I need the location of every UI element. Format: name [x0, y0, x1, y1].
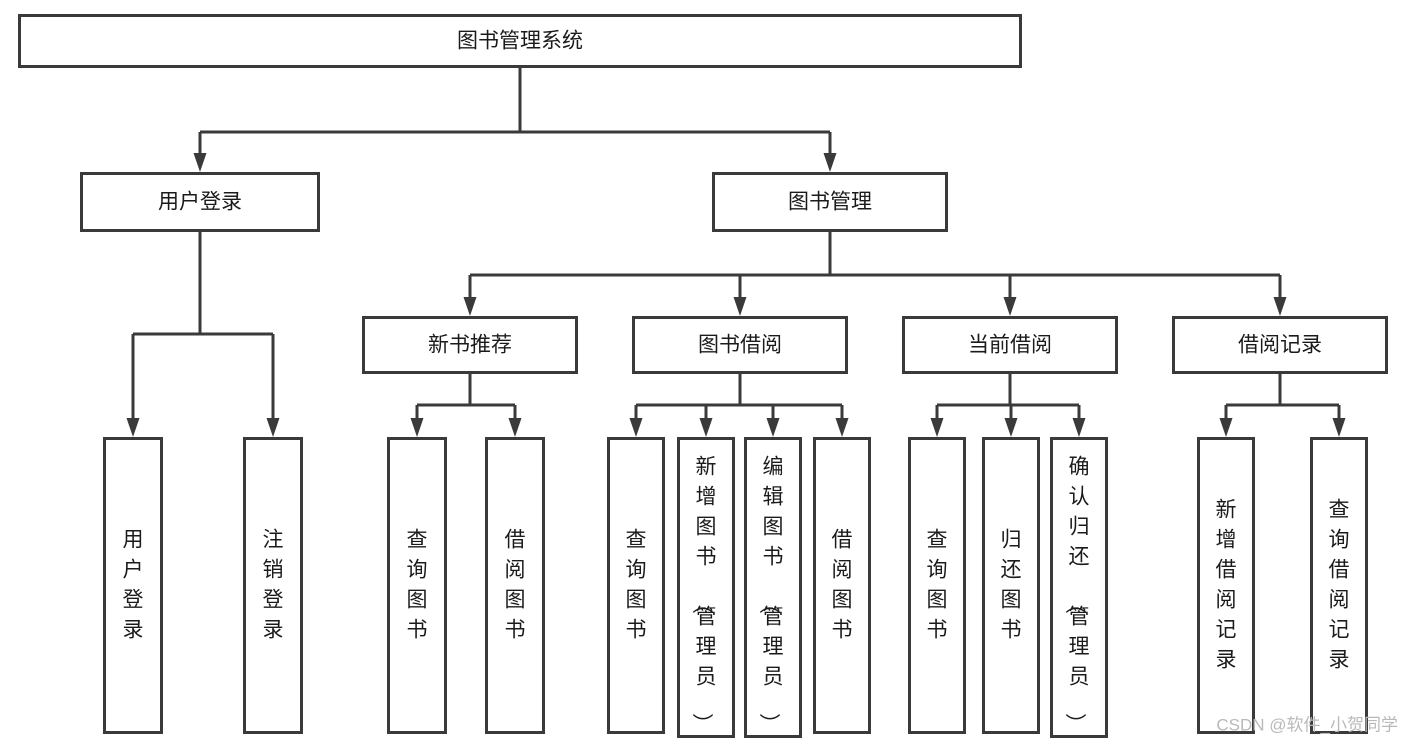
node-label-leaf-query-book-3: 查询图书 [927, 528, 948, 641]
node-box-new-book-rec [362, 316, 578, 374]
node-leaf-borrow-book-1[interactable]: 借阅图书 [485, 437, 545, 734]
node-current-borrow[interactable]: 当前借阅 [902, 316, 1118, 374]
arrow-head-icon [930, 418, 944, 437]
node-box-current-borrow [902, 316, 1118, 374]
node-box-borrow-record [1172, 316, 1388, 374]
node-leaf-user-login[interactable]: 用户登录 [103, 437, 163, 734]
node-box-leaf-query-book-3 [908, 437, 966, 734]
node-box-leaf-add-book [677, 437, 735, 738]
node-label-root: 图书管理系统 [457, 30, 583, 53]
node-box-leaf-borrow-book-2 [813, 437, 871, 734]
node-leaf-borrow-book-2[interactable]: 借阅图书 [813, 437, 871, 734]
node-leaf-return-book[interactable]: 归还图书 [982, 437, 1040, 734]
arrow-head-icon [1332, 418, 1346, 437]
node-label-user-login: 用户登录 [158, 191, 242, 214]
node-label-leaf-add-book: 新增图书（管理员） [691, 455, 717, 734]
node-book-borrow[interactable]: 图书借阅 [632, 316, 848, 374]
arrow-head-icon [823, 153, 837, 172]
connector-borrow-record [1219, 374, 1346, 437]
node-leaf-confirm-return[interactable]: 确认归还（管理员） [1050, 437, 1108, 738]
node-label-leaf-add-record: 新增借阅记录 [1216, 498, 1237, 671]
connector-root [193, 68, 837, 172]
arrow-head-icon [1072, 418, 1086, 437]
node-label-current-borrow: 当前借阅 [968, 334, 1052, 357]
connector-user-login [126, 232, 280, 437]
node-box-leaf-add-record [1197, 437, 1255, 734]
node-leaf-logout[interactable]: 注销登录 [243, 437, 303, 734]
arrow-head-icon [766, 418, 780, 437]
node-label-leaf-logout: 注销登录 [263, 528, 284, 641]
node-layer: 图书管理系统用户登录图书管理新书推荐图书借阅当前借阅借阅记录用户登录注销登录查询… [18, 14, 1388, 738]
node-label-leaf-query-record: 查询借阅记录 [1329, 498, 1350, 671]
node-label-leaf-borrow-book-2: 借阅图书 [832, 528, 853, 641]
node-box-book-borrow [632, 316, 848, 374]
node-box-leaf-borrow-book-1 [485, 437, 545, 734]
arrow-head-icon [1273, 297, 1287, 316]
arrow-head-icon [126, 418, 140, 437]
node-box-leaf-return-book [982, 437, 1040, 734]
arrow-head-icon [1219, 418, 1233, 437]
node-label-borrow-record: 借阅记录 [1238, 334, 1322, 357]
connector-current-borrow [930, 374, 1086, 437]
node-box-leaf-query-record [1310, 437, 1368, 734]
node-book-manage[interactable]: 图书管理 [712, 172, 948, 232]
connector-new-book-rec [410, 374, 522, 437]
arrow-head-icon [699, 418, 713, 437]
node-label-leaf-user-login: 用户登录 [123, 528, 144, 641]
arrow-head-icon [463, 297, 477, 316]
node-new-book-rec[interactable]: 新书推荐 [362, 316, 578, 374]
node-box-leaf-logout [243, 437, 303, 734]
node-box-user-login [80, 172, 320, 232]
node-user-login[interactable]: 用户登录 [80, 172, 320, 232]
connector-layer [126, 68, 1346, 437]
arrow-head-icon [193, 153, 207, 172]
node-leaf-query-record[interactable]: 查询借阅记录 [1310, 437, 1368, 734]
node-root[interactable]: 图书管理系统 [18, 14, 1022, 68]
node-label-book-borrow: 图书借阅 [698, 334, 782, 357]
node-leaf-edit-book[interactable]: 编辑图书（管理员） [744, 437, 802, 738]
node-label-leaf-confirm-return: 确认归还（管理员） [1064, 455, 1090, 734]
csdn-watermark: CSDN @软件_小贺同学 [1216, 715, 1398, 734]
node-label-leaf-edit-book: 编辑图书（管理员） [758, 455, 784, 734]
arrow-head-icon [835, 418, 849, 437]
arrow-head-icon [266, 418, 280, 437]
node-box-leaf-user-login [103, 437, 163, 734]
node-box-leaf-edit-book [744, 437, 802, 738]
node-label-leaf-query-book-2: 查询图书 [626, 528, 647, 641]
arrow-head-icon [410, 418, 424, 437]
arrow-head-icon [508, 418, 522, 437]
node-leaf-query-book-1[interactable]: 查询图书 [387, 437, 447, 734]
node-label-leaf-borrow-book-1: 借阅图书 [505, 528, 526, 641]
node-box-leaf-query-book-1 [387, 437, 447, 734]
node-leaf-query-book-3[interactable]: 查询图书 [908, 437, 966, 734]
node-label-leaf-return-book: 归还图书 [1001, 528, 1022, 641]
node-label-leaf-query-book-1: 查询图书 [407, 528, 428, 641]
node-label-book-manage: 图书管理 [788, 191, 872, 214]
node-box-leaf-confirm-return [1050, 437, 1108, 738]
node-box-book-manage [712, 172, 948, 232]
arrow-head-icon [1004, 418, 1018, 437]
connector-book-borrow [629, 374, 849, 437]
node-leaf-query-book-2[interactable]: 查询图书 [607, 437, 665, 734]
node-label-new-book-rec: 新书推荐 [428, 334, 512, 357]
connector-book-manage [463, 232, 1287, 316]
arrow-head-icon [1003, 297, 1017, 316]
node-leaf-add-book[interactable]: 新增图书（管理员） [677, 437, 735, 738]
node-box-leaf-query-book-2 [607, 437, 665, 734]
node-leaf-add-record[interactable]: 新增借阅记录 [1197, 437, 1255, 734]
arrow-head-icon [629, 418, 643, 437]
node-box-root [18, 14, 1022, 68]
node-borrow-record[interactable]: 借阅记录 [1172, 316, 1388, 374]
arrow-head-icon [733, 297, 747, 316]
